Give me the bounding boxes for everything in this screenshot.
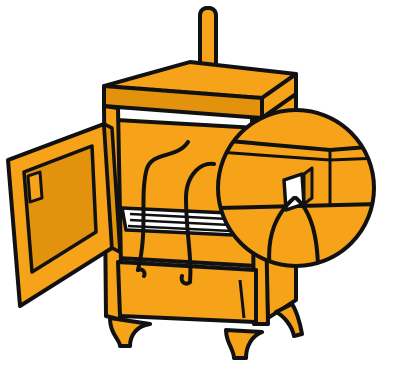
door-icon [8, 124, 120, 306]
cabinet-top [104, 62, 296, 118]
